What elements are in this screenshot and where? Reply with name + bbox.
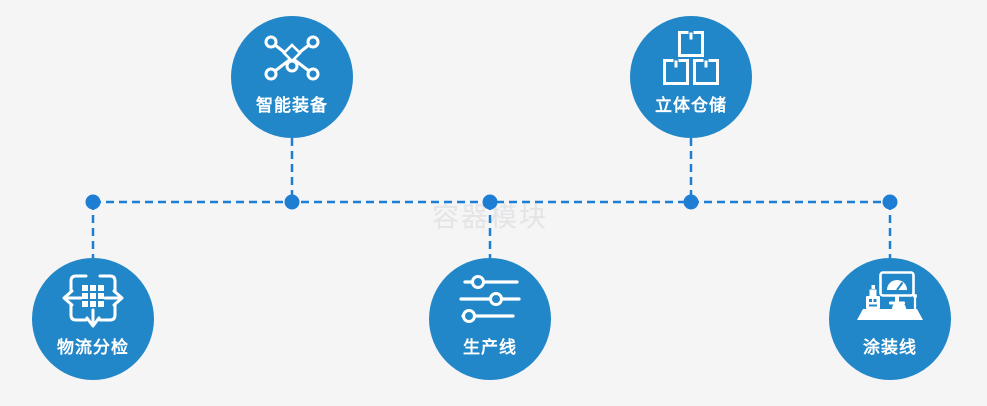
sliders-icon (429, 275, 551, 324)
control-station-icon (829, 271, 951, 324)
stacked-boxes-icon (630, 31, 752, 85)
node-label: 智能装备 (256, 96, 328, 116)
node-painting-line: 涂装线 (829, 258, 951, 380)
sorting-arrows-icon (32, 274, 154, 328)
watermark-text: 容器模块 (432, 202, 548, 234)
node-label: 涂装线 (863, 338, 917, 358)
node-label: 物流分检 (57, 338, 129, 358)
node-logistics-sorting: 物流分检 (32, 258, 154, 380)
node-stereo-warehouse: 立体仓储 (630, 16, 752, 138)
node-label: 生产线 (463, 338, 517, 358)
network-nodes-icon (231, 34, 353, 82)
node-label: 立体仓储 (655, 96, 727, 116)
node-production-line: 生产线 (429, 258, 551, 380)
node-smart-equipment: 智能装备 (231, 16, 353, 138)
